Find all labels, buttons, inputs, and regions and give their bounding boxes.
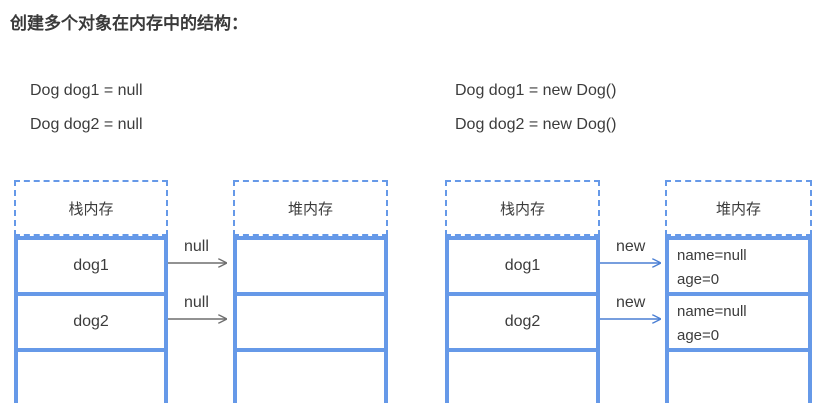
new-diagram-heap-cell-1-line2: age=0 (677, 327, 720, 344)
null-diagram-heap-cell-1 (237, 292, 384, 348)
new-diagram-heap-cell-1: name=null age=0 (669, 292, 808, 348)
new-diagram-heap-body: name=null age=0 name=null age=0 (665, 236, 812, 404)
null-diagram-stack-cell-0: dog1 (18, 236, 164, 292)
null-diagram-stack-cell-2 (18, 348, 164, 404)
new-diagram-stack-cell-1-label: dog2 (504, 313, 541, 330)
new-diagram-heap-cell-0-line1: name=null (677, 247, 747, 264)
new-diagram-arrow-label-1: new (616, 294, 646, 311)
null-diagram-heap-header: 堆内存 (233, 180, 388, 236)
null-diagram-stack-cell-0-label: dog1 (73, 257, 109, 274)
null-diagram-heap-block: 堆内存 (233, 180, 388, 404)
new-diagram-heap-header: 堆内存 (665, 180, 812, 236)
new-diagram-arrow-label-0: new (616, 238, 646, 255)
null-diagram-arrow-1 (168, 312, 236, 326)
null-diagram-heap-body (233, 236, 388, 404)
code-line-left-1: Dog dog1 = null (30, 82, 143, 99)
new-diagram-heap-block: 堆内存 name=null age=0 name=null age=0 (665, 180, 812, 404)
null-diagram-stack-block: 栈内存 dog1 dog2 (14, 180, 168, 404)
null-diagram-heap-cell-2 (237, 348, 384, 404)
null-diagram-stack-header: 栈内存 (14, 180, 168, 236)
new-diagram-heap-cell-0: name=null age=0 (669, 236, 808, 292)
code-line-left-2: Dog dog2 = null (30, 116, 143, 133)
new-diagram-stack-cell-0: dog1 (449, 236, 596, 292)
null-diagram-stack-cell-1: dog2 (18, 292, 164, 348)
page-title: 创建多个对象在内存中的结构： (10, 14, 248, 33)
null-diagram-heap-cell-0 (237, 236, 384, 292)
new-diagram-heap-header-label: 堆内存 (715, 200, 761, 218)
code-line-right-1: Dog dog1 = new Dog() (455, 82, 617, 99)
new-diagram-stack-header: 栈内存 (445, 180, 600, 236)
null-diagram-stack-body: dog1 dog2 (14, 236, 168, 404)
new-diagram-stack-header-label: 栈内存 (499, 200, 545, 218)
new-diagram-stack-cell-2 (449, 348, 596, 404)
null-diagram-arrow-0 (168, 256, 236, 270)
null-diagram-stack-header-label: 栈内存 (68, 200, 114, 218)
null-diagram-arrow-label-1: null (184, 294, 209, 311)
new-diagram-arrow-0 (600, 256, 670, 270)
new-diagram-heap-cell-1-line1: name=null (677, 303, 747, 320)
null-diagram-stack-cell-1-label: dog2 (73, 313, 109, 330)
null-diagram-arrow-label-0: null (184, 238, 209, 255)
new-diagram-heap-cell-0-line2: age=0 (677, 271, 720, 288)
new-diagram-stack-block: 栈内存 dog1 dog2 (445, 180, 600, 404)
new-diagram-arrow-1 (600, 312, 670, 326)
new-diagram-heap-cell-2 (669, 348, 808, 404)
new-diagram-stack-body: dog1 dog2 (445, 236, 600, 404)
null-diagram-heap-header-label: 堆内存 (287, 200, 333, 218)
new-diagram-stack-cell-0-label: dog1 (504, 257, 541, 274)
code-line-right-2: Dog dog2 = new Dog() (455, 116, 617, 133)
new-diagram-stack-cell-1: dog2 (449, 292, 596, 348)
